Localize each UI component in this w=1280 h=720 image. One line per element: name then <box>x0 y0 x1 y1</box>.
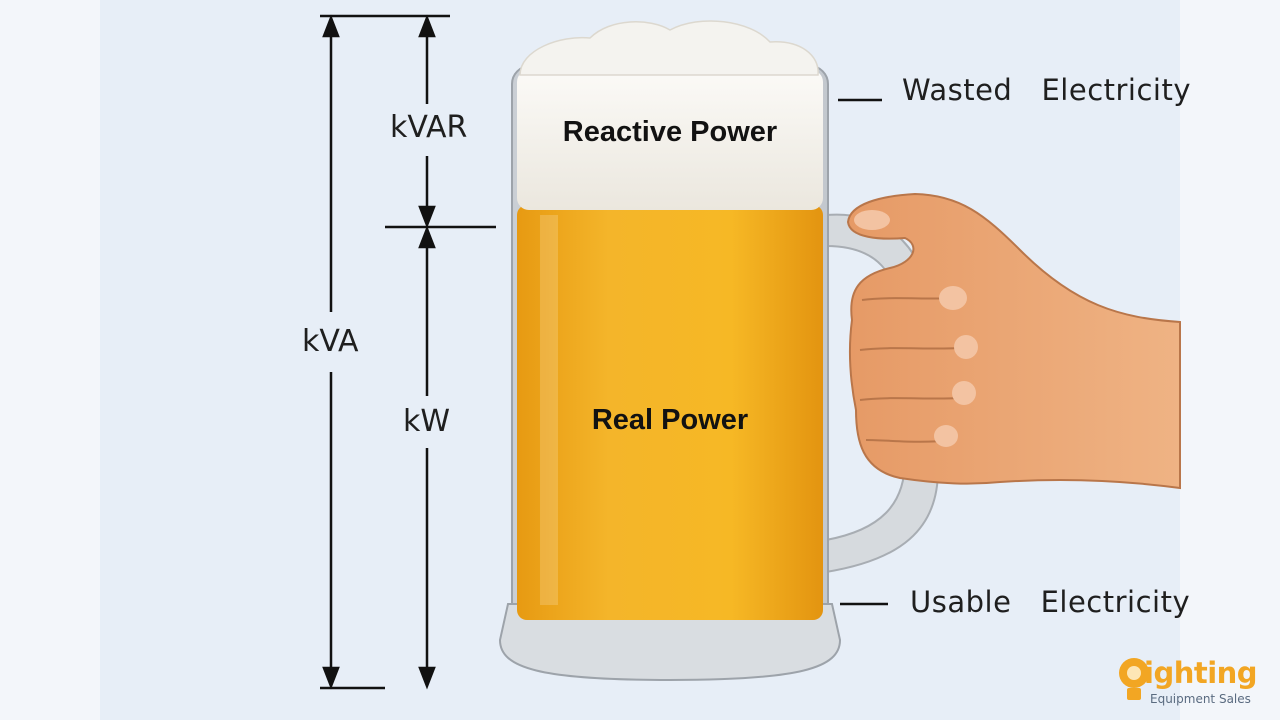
kvar-dimension-arrow <box>385 14 496 229</box>
reactive-power-label: Reactive Power <box>562 116 778 148</box>
real-power-label: Real Power <box>591 404 749 436</box>
logo-subtitle: Equipment Sales <box>1150 692 1251 706</box>
fingernail <box>954 335 978 359</box>
kw-label: kW <box>403 404 451 439</box>
fingernail <box>952 381 976 405</box>
left-margin <box>0 0 100 720</box>
hand <box>846 192 1181 490</box>
logo-wordmark: ighting <box>1144 656 1258 690</box>
lighting-equipment-sales-logo: ighting Equipment Sales <box>1116 656 1266 712</box>
right-margin <box>1180 0 1280 720</box>
wasted-electricity-label: Wasted Electricity <box>902 73 1192 107</box>
bulb-icon <box>1119 658 1149 700</box>
kvar-label: kVAR <box>390 110 468 145</box>
beer-foam <box>517 20 823 210</box>
kw-dimension-arrow <box>418 225 436 690</box>
usable-electricity-label: Usable Electricity <box>910 585 1191 619</box>
beer-liquid <box>517 205 823 620</box>
kva-label: kVA <box>302 324 359 359</box>
mug-base <box>498 603 842 682</box>
fingernail <box>934 425 958 447</box>
fingernail <box>939 286 967 310</box>
thumbnail <box>854 210 890 230</box>
kva-dimension-arrow <box>320 14 385 690</box>
